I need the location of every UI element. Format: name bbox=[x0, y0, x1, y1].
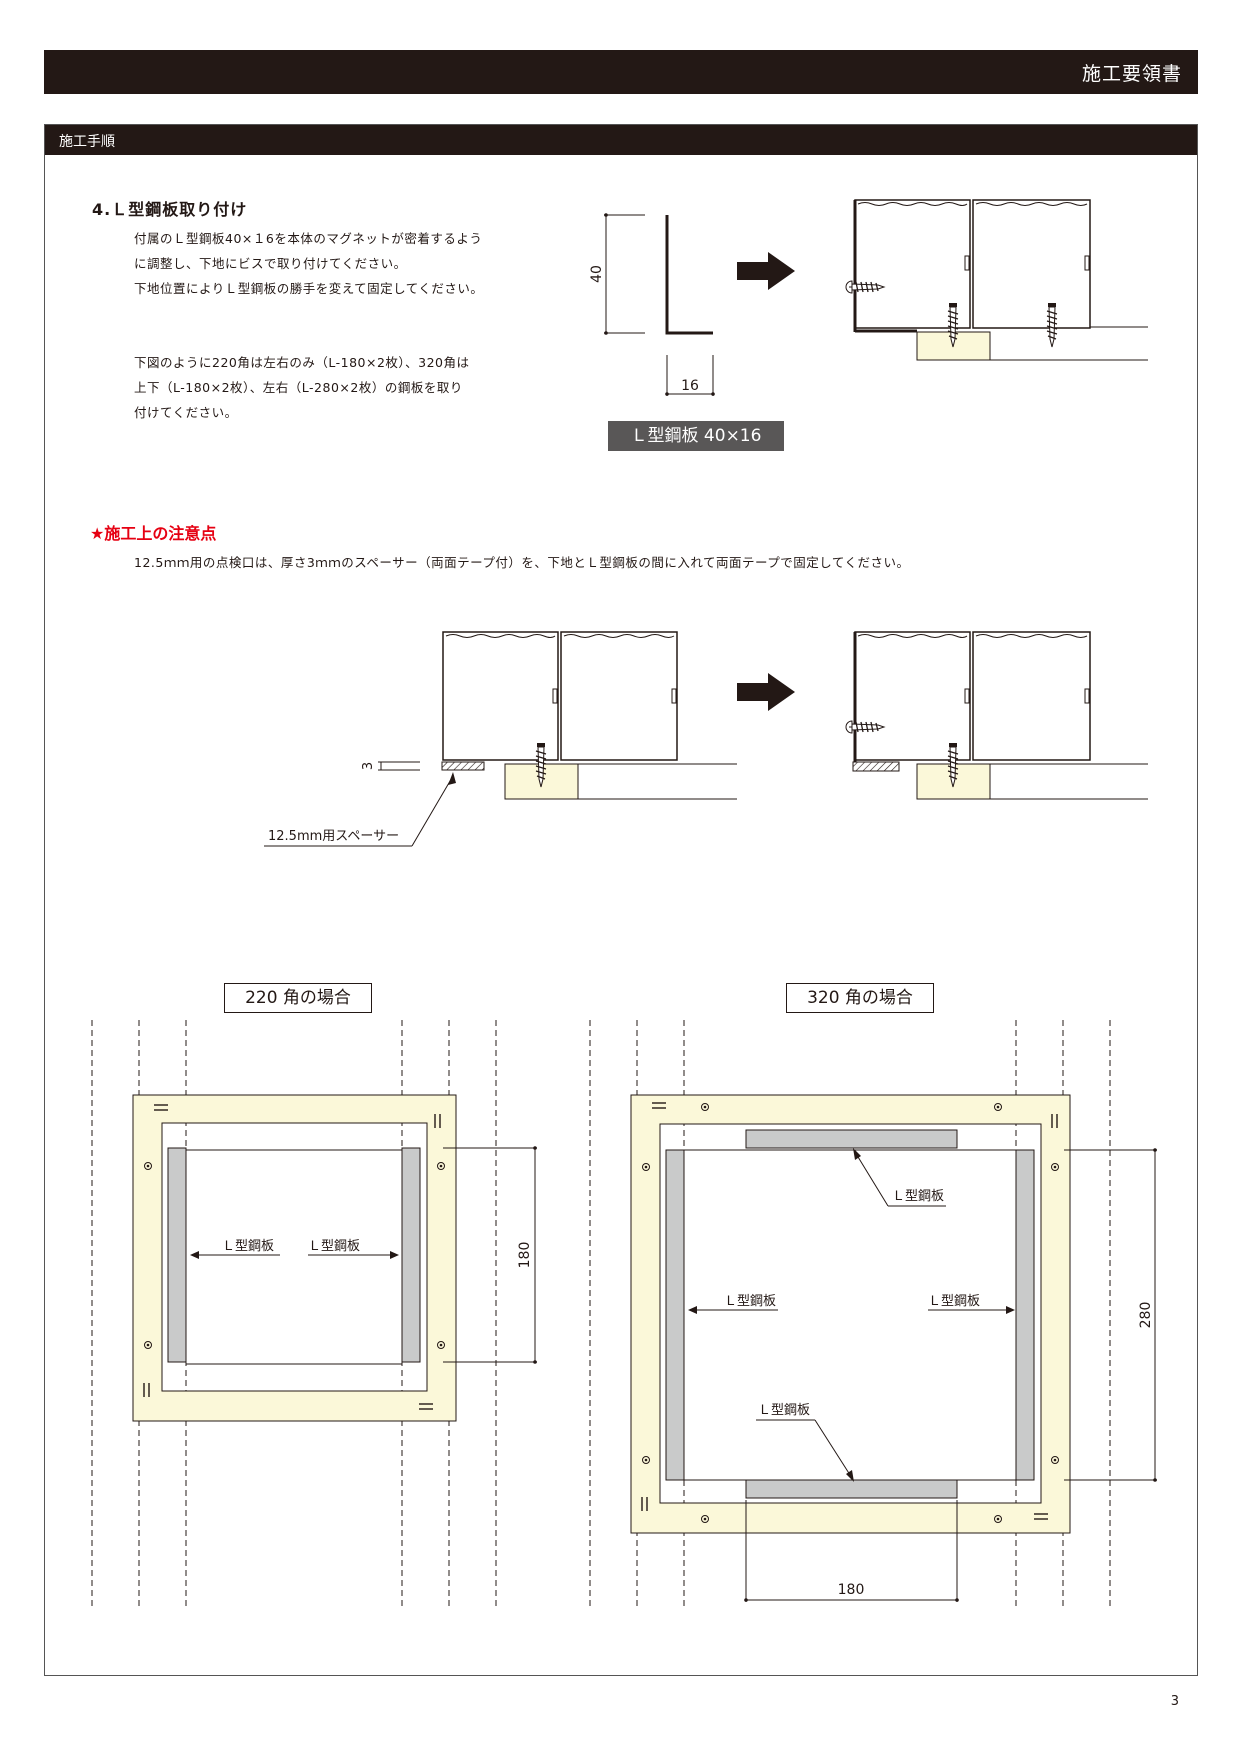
section-bar: 施工手順 bbox=[45, 125, 1197, 155]
plate-label-right: Ｌ型鋼板 bbox=[928, 1294, 980, 1309]
text-line: 下図のように220角は左右のみ（L-180×2枚）、320角は bbox=[134, 355, 470, 370]
dim-180: 180 bbox=[517, 1242, 533, 1269]
arrow-right-icon bbox=[737, 673, 795, 711]
text-line: 付属のＬ型鋼板40×１6を本体のマグネットが密着するよう bbox=[134, 231, 483, 246]
spacer-diagram-before: 3 12.5mm用スペーサー bbox=[264, 631, 737, 847]
spacer-diagram-after bbox=[845, 631, 1148, 800]
plan-220: Ｌ型鋼板 Ｌ型鋼板 180 bbox=[91, 1020, 537, 1610]
dim-180-horizontal: 180 bbox=[838, 1582, 865, 1598]
document-title: 施工要領書 bbox=[1081, 63, 1182, 85]
page-number: 3 bbox=[1170, 1694, 1179, 1709]
header-bar: 施工要領書 bbox=[44, 50, 1198, 94]
plate-label-top: Ｌ型鋼板 bbox=[892, 1189, 944, 1204]
step-paragraph-2: 下図のように220角は左右のみ（L-180×2枚）、320角は 上下（L-180… bbox=[134, 350, 544, 425]
l-plate-diagram: 40 16 bbox=[589, 213, 715, 396]
case-320-title: 320 角の場合 bbox=[786, 983, 934, 1013]
spacer-label: 12.5mm用スペーサー bbox=[268, 829, 399, 844]
plate-label-bottom: Ｌ型鋼板 bbox=[758, 1403, 810, 1418]
text-line: 下地位置によりＬ型鋼板の勝手を変えて固定してください。 bbox=[134, 281, 484, 296]
dim-280: 280 bbox=[1138, 1302, 1154, 1329]
arrow-right-icon bbox=[737, 252, 795, 290]
plate-label: Ｌ型鋼板 40×16 bbox=[608, 421, 784, 451]
content-frame: 施工手順 bbox=[44, 124, 1198, 1676]
caution-text: 12.5ｍｍ用の点検口は、厚さ3ｍｍのスペーサー（両面テープ付）を、下地とＬ型鋼… bbox=[134, 555, 910, 570]
dim-3: 3 bbox=[361, 762, 376, 770]
plate-label-right: Ｌ型鋼板 bbox=[308, 1239, 360, 1254]
case-220-title: 220 角の場合 bbox=[224, 983, 372, 1013]
plate-label-left: Ｌ型鋼板 bbox=[724, 1294, 776, 1309]
plate-label-left: Ｌ型鋼板 bbox=[222, 1239, 274, 1254]
text-line: に調整し、下地にビスで取り付けてください。 bbox=[134, 256, 407, 271]
text-line: 上下（L-180×2枚）、左右（L-280×2枚）の鋼板を取り bbox=[134, 380, 463, 395]
dim-40: 40 bbox=[589, 265, 605, 283]
step-paragraph-1: 付属のＬ型鋼板40×１6を本体のマグネットが密着するよう に調整し、下地にビスで… bbox=[134, 226, 544, 301]
section-title: 施工手順 bbox=[59, 134, 115, 150]
dim-16: 16 bbox=[681, 378, 699, 394]
text-line: 付けてください。 bbox=[134, 405, 238, 420]
install-diagram-top bbox=[845, 199, 1148, 361]
caution-title: ★施工上の注意点 bbox=[90, 524, 217, 543]
plan-320: Ｌ型鋼板 Ｌ型鋼板 Ｌ型鋼板 Ｌ型鋼板 280 180 bbox=[589, 1020, 1157, 1610]
step-heading: 4.Ｌ型鋼板取り付け bbox=[92, 200, 248, 219]
